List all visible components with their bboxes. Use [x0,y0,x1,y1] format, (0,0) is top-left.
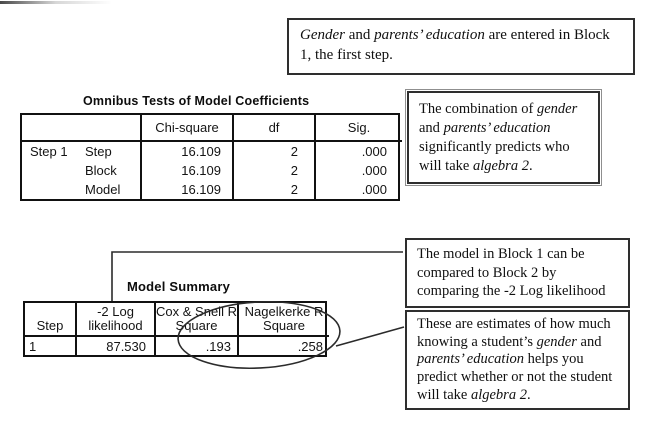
callout-combination-predicts: The combination of gender and parents’ e… [405,88,602,187]
callout-combination-text: The combination of gender and parents’ e… [419,101,578,174]
callout-r-square-estimates: These are estimates of how much knowing … [405,310,630,411]
omnibus-cell-df: 2 [232,180,314,199]
omnibus-header-df: df [232,115,314,142]
callout-entered-block1: Gender and parents’ education are entere… [287,18,635,75]
summary-cell-step: 1 [29,338,37,354]
omnibus-table-title: Omnibus Tests of Model Coefficients [83,94,310,108]
callout-compare-blocks: The model in Block 1 can be compared to … [405,238,630,308]
omnibus-cell-chi-square: 16.109 [140,180,232,199]
summary-cell-log-likelihood: 87.530 [75,337,154,355]
omnibus-row-sublabel: Model [85,182,121,197]
omnibus-cell-sig: .000 [314,161,402,180]
omnibus-row-label: Block [22,161,140,180]
omnibus-row-label: Step 1 Step [22,142,140,161]
summary-header-cox-snell: Cox & Snell R Square [154,303,237,337]
omnibus-cell-chi-square: 16.109 [140,161,232,180]
scan-artifact-smudge [0,1,112,4]
callout-entered-text: Gender and parents’ education are entere… [300,27,610,63]
omnibus-header-blank-cell [22,115,140,142]
omnibus-cell-df: 2 [232,142,314,161]
omnibus-row-label: Model [22,180,140,199]
callout-estimates-text: These are estimates of how much knowing … [417,316,613,403]
summary-cell-nagelkerke: .258 [237,337,329,355]
omnibus-cell-sig: .000 [314,142,402,161]
summary-header-nagelkerke: Nagelkerke R Square [237,303,329,337]
summary-header-step: Step [25,303,75,337]
omnibus-row-sublabel: Step [85,144,112,159]
summary-header-log-likelihood: -2 Log likelihood [75,303,154,337]
summary-cell-cox-snell: .193 [154,337,237,355]
omnibus-header-chi-square: Chi-square [140,115,232,142]
omnibus-cell-sig: .000 [314,180,402,199]
omnibus-header-sig: Sig. [314,115,402,142]
omnibus-cell-df: 2 [232,161,314,180]
callout-compare-text: The model in Block 1 can be compared to … [417,246,606,300]
omnibus-table: Chi-square df Sig. Step 1 Step 16.109 2 … [20,113,402,201]
omnibus-row-sublabel: Block [85,163,117,178]
omnibus-cell-chi-square: 16.109 [140,142,232,161]
model-summary-table: Step -2 Log likelihood Cox & Snell R Squ… [23,301,329,357]
omnibus-group-label: Step 1 [30,144,68,159]
model-summary-title: Model Summary [127,279,231,294]
ellipse-callout-line [335,326,405,347]
